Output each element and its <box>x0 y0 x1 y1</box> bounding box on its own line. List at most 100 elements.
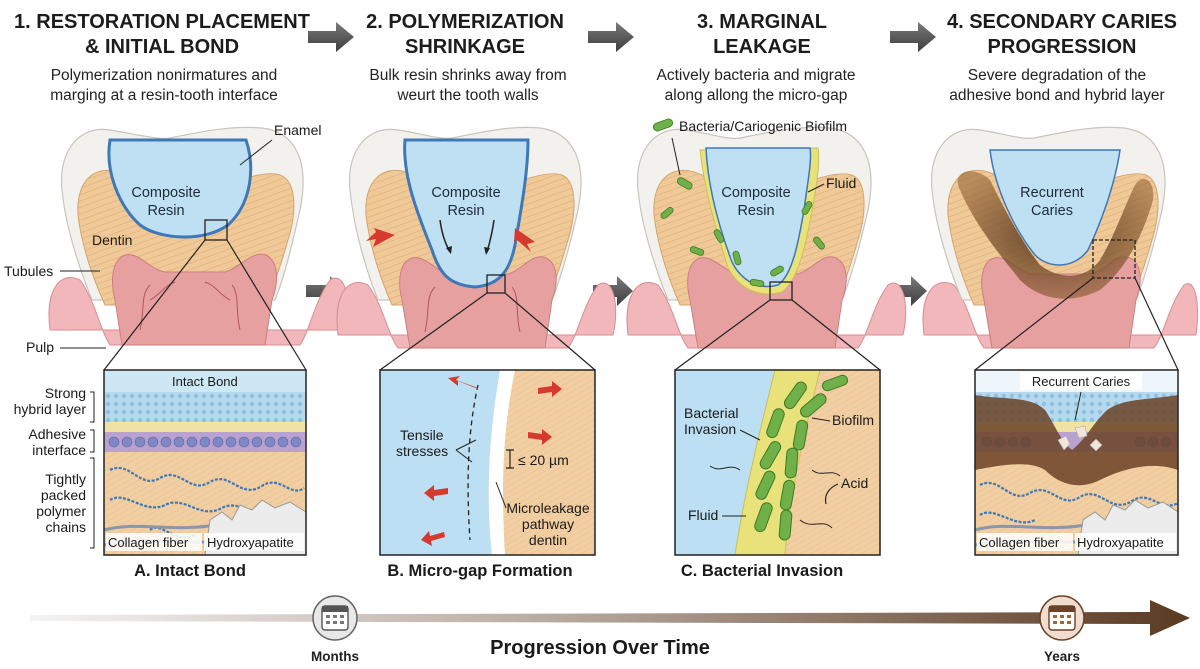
tensile-label-line-1: Tensile <box>400 427 444 443</box>
stage-2-desc-line-2: weurt the tooth walls <box>396 87 539 104</box>
collagen-fiber-label: Collagen fiber <box>979 535 1060 550</box>
timeline-end-label: Years <box>1044 649 1080 664</box>
stage-2-header: 2. POLYMERIZATION SHRINKAGE Bulk resin s… <box>366 11 567 104</box>
stage-3-title-line-1: 3. MARGINAL <box>697 11 827 33</box>
bottom-label-bg <box>106 533 202 551</box>
dentin-label: Dentin <box>92 232 132 248</box>
stage-4-title-line-1: 4. SECONDARY CARIES <box>947 11 1177 33</box>
stage-2-title-line-2: SHRINKAGE <box>405 36 525 58</box>
adhesive-beads <box>108 436 302 448</box>
anatomy-labels: Enamel Dentin Tubules Pulp <box>4 122 321 355</box>
stage-4-title-line-2: PROGRESSION <box>988 36 1137 58</box>
zoom-line <box>103 239 206 371</box>
resin-restoration <box>989 149 1121 266</box>
stage-1-title-line-2: & INITIAL BOND <box>85 36 239 58</box>
bacterium <box>754 502 773 533</box>
bacterium <box>766 408 785 439</box>
header-arrows <box>308 22 936 52</box>
bacterium <box>792 419 809 451</box>
stage-3-desc-line-1: Actively bacteria and migrate <box>656 67 855 84</box>
tensile-leader <box>455 439 477 463</box>
resin-restoration <box>705 147 812 288</box>
flagella <box>709 465 841 529</box>
dentin-side <box>503 370 595 555</box>
bacterium <box>732 250 742 266</box>
stage-4-header: 4. SECONDARY CARIES PROGRESSION Severe d… <box>947 11 1177 104</box>
panel-b-micro-gap: Tensile stresses ≤ 20 µm Microleakage pa… <box>379 369 596 580</box>
caries-label-line-1: Recurrent <box>1020 185 1084 201</box>
invasion-label-line-1: Bacterial <box>684 405 738 421</box>
gap-dashed <box>467 384 479 541</box>
caries-label-line-2: Caries <box>1031 203 1073 219</box>
bottom-label-bg <box>977 533 1073 551</box>
bacterium <box>778 509 793 541</box>
enamel-leader <box>239 139 273 166</box>
tightly-label-line-1: Tightly <box>45 471 86 487</box>
panel-a-side-labels: Strong hybrid layer Adhesive interface T… <box>14 385 95 549</box>
resin-label-line-2: Resin <box>147 203 184 219</box>
caries-crumbles <box>1057 425 1103 452</box>
resin-label-line-1: Composite <box>431 185 500 201</box>
bacteria-group <box>652 118 825 288</box>
gap-label: ≤ 20 µm <box>518 452 569 468</box>
stage-3-title-line-2: LEAKAGE <box>713 36 811 58</box>
red-arrow-icon <box>528 429 552 445</box>
arrow-right-icon <box>308 22 354 52</box>
hybrid-layer <box>104 392 306 422</box>
polymer-chains <box>979 481 1178 524</box>
bacteria-leader <box>671 137 681 176</box>
yellow-band <box>975 422 1178 432</box>
calendar-years-icon <box>1039 595 1085 641</box>
panel-a-caption: A. Intact Bond <box>134 562 246 580</box>
red-arrow-icon <box>424 485 448 501</box>
timeline-title: Progression Over Time <box>490 637 710 659</box>
stage-2-title-line-1: 2. POLYMERIZATION <box>366 11 564 33</box>
biofilm-label: Biofilm <box>832 412 874 428</box>
stage-4-desc-line-2: adhesive bond and hybrid layer <box>949 87 1164 104</box>
zoom-line <box>674 299 771 371</box>
red-arrow-icon <box>366 228 395 247</box>
zoom-box <box>204 219 228 241</box>
strong-label-line-2: hybrid layer <box>14 401 87 417</box>
panel-a-top-label: Intact Bond <box>172 374 238 389</box>
fluid-biofilm-layer <box>734 370 821 555</box>
stage-1-desc-line-1: Polymerization nonirmatures and <box>51 67 278 84</box>
stage-2-desc-line-1: Bulk resin shrinks away from <box>369 67 566 84</box>
gap-measure <box>506 449 514 469</box>
timeline-start-label: Months <box>311 649 359 664</box>
fluid-label-panel: Fluid <box>688 507 718 523</box>
acid-arrow-icon <box>824 483 839 505</box>
zoom-box <box>769 281 793 301</box>
yellow-band <box>104 422 306 432</box>
bacterium <box>713 229 725 243</box>
bacterium <box>676 177 693 190</box>
timeline: Months Progression Over Time Years <box>30 595 1190 664</box>
bacterium <box>813 236 825 250</box>
invasion-leader <box>739 429 761 441</box>
bacterium <box>770 265 784 277</box>
bacterium <box>800 393 827 418</box>
tensile-label-line-2: stresses <box>396 443 448 459</box>
tooth-stage-4: Recurrent Caries <box>922 126 1198 371</box>
arrow-right-icon <box>887 276 927 306</box>
bracket <box>90 391 95 423</box>
caries-cavity <box>975 395 1178 486</box>
biofilm-leader <box>811 417 831 422</box>
zoom-line <box>791 299 881 371</box>
bacterium <box>749 278 765 288</box>
bacterium <box>801 201 813 215</box>
zoom-line <box>1134 277 1179 371</box>
tooth-stage-3: Composite Resin <box>626 118 907 371</box>
calendar-months-icon <box>312 595 358 641</box>
red-arrow-icon <box>421 531 445 546</box>
shrinkage-arrow-icon <box>484 247 490 255</box>
pathway-leader <box>495 481 507 509</box>
arrow-right-icon <box>588 22 634 52</box>
red-arrow-icon <box>514 228 535 252</box>
zoom-box <box>1092 239 1136 279</box>
bacterium <box>755 470 776 500</box>
fluid-label: Fluid <box>826 175 856 191</box>
zoom-line <box>504 292 596 371</box>
resin-layer <box>104 370 306 392</box>
pulp <box>112 253 277 346</box>
